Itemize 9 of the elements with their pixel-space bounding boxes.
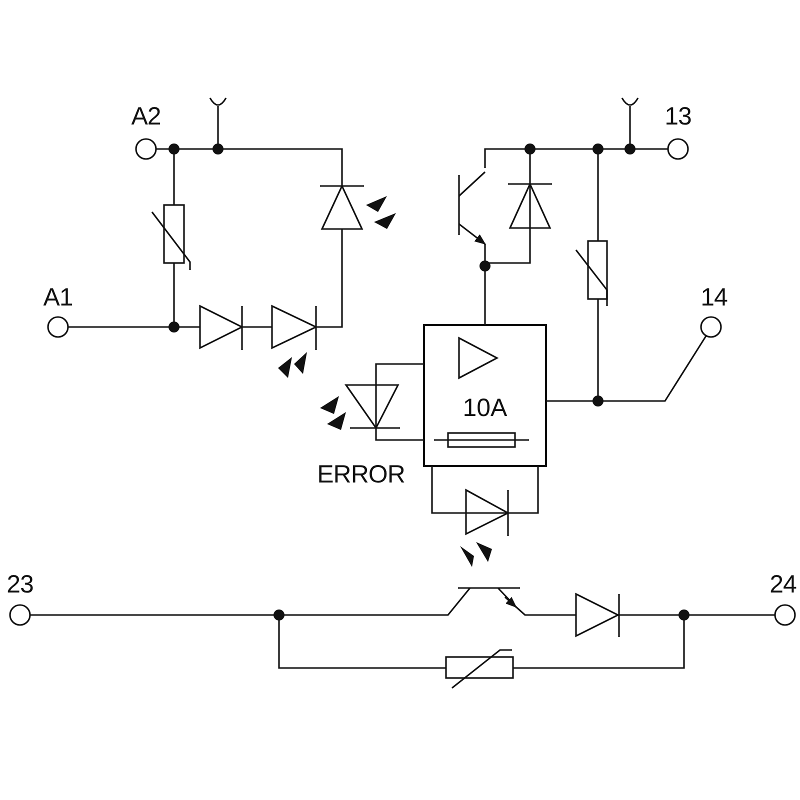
terminal-label: 24 (770, 572, 796, 598)
terminal-label: A1 (43, 286, 73, 310)
indicator-label: ERROR (317, 462, 405, 488)
terminal-label: 14 (700, 286, 728, 310)
terminal-label: 23 (6, 572, 34, 598)
module-box (423, 324, 547, 467)
rating-text: 10A (462, 396, 508, 421)
terminal-label: 13 (664, 104, 692, 130)
terminal-label: A2 (131, 104, 161, 130)
